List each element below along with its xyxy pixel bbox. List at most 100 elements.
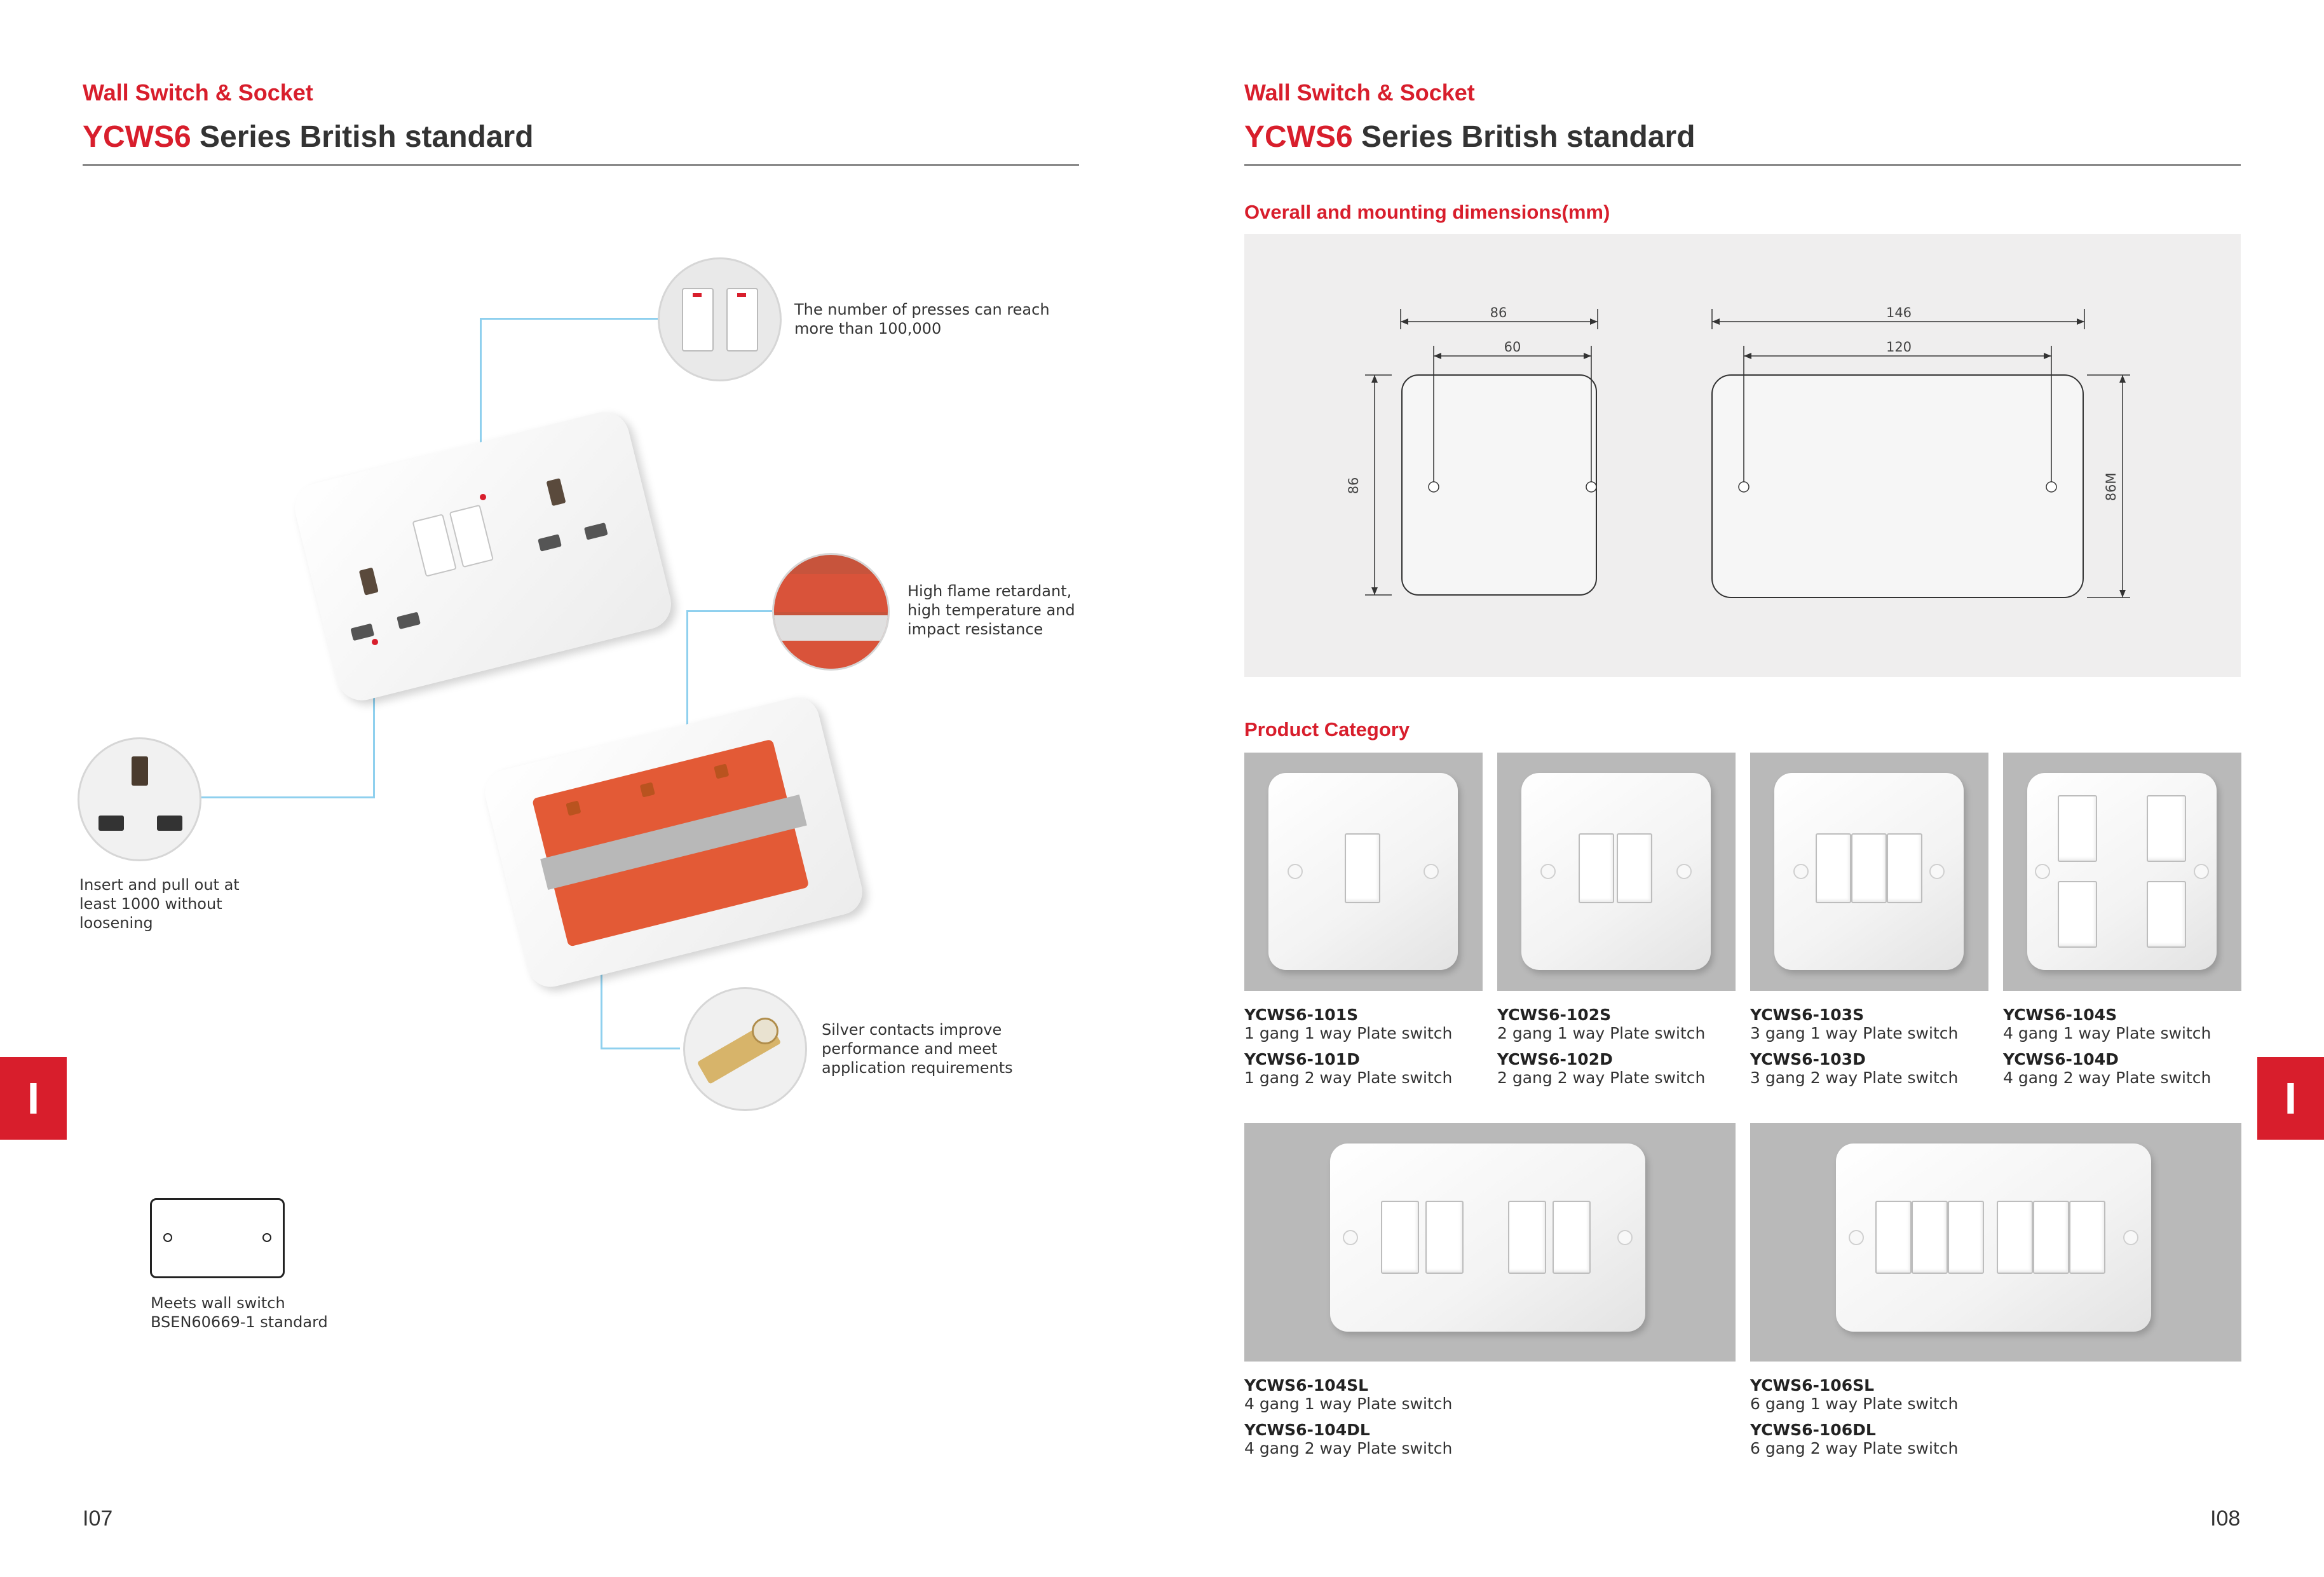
dimensions-diagram: 86 60 86 146 120 86M [1244,234,2241,677]
dim-small-mount: 60 [1504,339,1521,355]
product-image-102 [1497,753,1736,991]
product-desc: 4 gang 1 way Plate switch [2003,1024,2212,1042]
product-caption-104: YCWS6-104S 4 gang 1 way Plate switch YCW… [2003,1006,2241,1087]
product-code: YCWS6-104SL [1244,1376,1369,1395]
callout-dot-icon [372,639,378,645]
standard-plate-icon [150,1198,285,1278]
earth-pin-slot-icon [358,567,379,596]
left-title-rest: Series British standard [191,120,534,154]
dim-large-height: 86M [2103,472,2119,502]
product-image-104l [1244,1123,1736,1362]
left-page-title: YCWS6 Series British standard [83,119,534,154]
product-desc: 3 gang 2 way Plate switch [1750,1068,1959,1087]
twin-socket-front-image [289,406,677,706]
product-code: YCWS6-101S [1244,1006,1359,1024]
pin-slot-icon [583,522,608,540]
rocker-detail-image [658,257,782,381]
socket-outlet-detail-image [78,737,201,861]
screw-icon [1617,1230,1633,1245]
product-desc: 4 gang 2 way Plate switch [2003,1068,2212,1087]
socket-switch-icon [449,504,494,568]
switch-plate [1330,1143,1645,1332]
socket-back-image [480,692,867,992]
product-desc: 3 gang 1 way Plate switch [1750,1024,1959,1042]
housing-strip-icon [774,574,888,612]
product-code: YCWS6-101D [1244,1050,1360,1068]
rocker-button [1381,1201,1419,1274]
rocker-button [1617,833,1652,903]
right-page-number: I08 [2210,1506,2241,1531]
callout-insert: Insert and pull out at least 1000 withou… [79,876,240,932]
product-desc: 4 gang 1 way Plate switch [1244,1395,1453,1413]
indicator-icon [693,293,702,297]
dim-large-mount: 120 [1886,339,1912,355]
callout-silver: Silver contacts improve performance and … [822,1021,1013,1077]
silver-contact-detail-image [683,987,807,1111]
rocker-button [1851,833,1887,903]
product-desc: 4 gang 2 way Plate switch [1244,1439,1453,1458]
left-page-number: I07 [83,1506,113,1531]
screw-icon [1676,864,1692,879]
callout-line-silver-h [601,1048,680,1049]
product-image-103 [1750,753,1988,991]
right-title-rule [1244,164,2241,166]
earth-pin-slot-icon [546,478,566,507]
product-code: YCWS6-106SL [1750,1376,1875,1395]
screw-icon [2035,864,2050,879]
screw-icon [2123,1230,2138,1245]
screw-icon [1424,864,1439,879]
earth-pin-slot-icon [132,756,148,786]
product-image-106l [1750,1123,2241,1362]
product-desc: 6 gang 1 way Plate switch [1750,1395,1959,1413]
callout-presses: The number of presses can reach more tha… [794,301,1050,338]
product-caption-106l: YCWS6-106SL 6 gang 1 way Plate switch YC… [1750,1376,2195,1458]
right-page-title: YCWS6 Series British standard [1244,119,1695,154]
rocker-button [2033,1201,2069,1274]
pin-slot-icon [538,534,562,552]
dim-small-height: 86 [1346,477,1361,495]
socket-switch-icon [412,514,457,577]
product-desc: 2 gang 2 way Plate switch [1497,1068,1706,1087]
dimensions-drawing [1365,309,2130,598]
right-title-rest: Series British standard [1352,120,1695,154]
callout-line-presses-h [480,318,658,320]
screw-icon [1793,864,1809,879]
category-heading: Product Category [1244,718,1410,741]
switch-plate [1268,773,1458,970]
switch-plate [1774,773,1964,970]
callout-flame: High flame retardant, high temperature a… [907,582,1075,638]
left-title-series: YCWS6 [83,120,191,154]
rocker-button [1948,1201,1984,1274]
screw-icon [2194,864,2209,879]
product-code: YCWS6-102S [1497,1006,1612,1024]
rocker-button [2058,795,2097,862]
callout-line-silver-v [601,973,602,1049]
left-section-tab: I [0,1057,67,1140]
product-code: YCWS6-103D [1750,1050,1866,1068]
indicator-icon [737,293,746,297]
right-title-series: YCWS6 [1244,120,1353,154]
rocker-button [1887,833,1922,903]
pin-slot-icon [99,816,124,831]
screw-icon [1288,864,1303,879]
rocker-button [2147,881,2186,948]
rocker-right-icon [726,288,758,352]
callout-line-presses-v [480,318,482,496]
product-code: YCWS6-103S [1750,1006,1865,1024]
rocker-button [2147,795,2186,862]
product-caption-101: YCWS6-101S 1 gang 1 way Plate switch YCW… [1244,1006,1483,1087]
product-desc: 2 gang 1 way Plate switch [1497,1024,1706,1042]
callout-line-insert-h [200,796,375,798]
dim-large-width: 146 [1886,305,1912,320]
rocker-button [1997,1201,2033,1274]
product-caption-103: YCWS6-103S 3 gang 1 way Plate switch YCW… [1750,1006,1988,1087]
flame-detail-image [772,553,890,671]
left-kicker: Wall Switch & Socket [83,79,313,106]
product-code: YCWS6-104D [2003,1050,2119,1068]
rocker-button [1875,1201,1912,1274]
rocker-button [1579,833,1614,903]
rocker-button [1816,833,1851,903]
rocker-button [1553,1201,1591,1274]
callout-line-flame-h [686,610,772,612]
product-caption-104l: YCWS6-104SL 4 gang 1 way Plate switch YC… [1244,1376,1689,1458]
